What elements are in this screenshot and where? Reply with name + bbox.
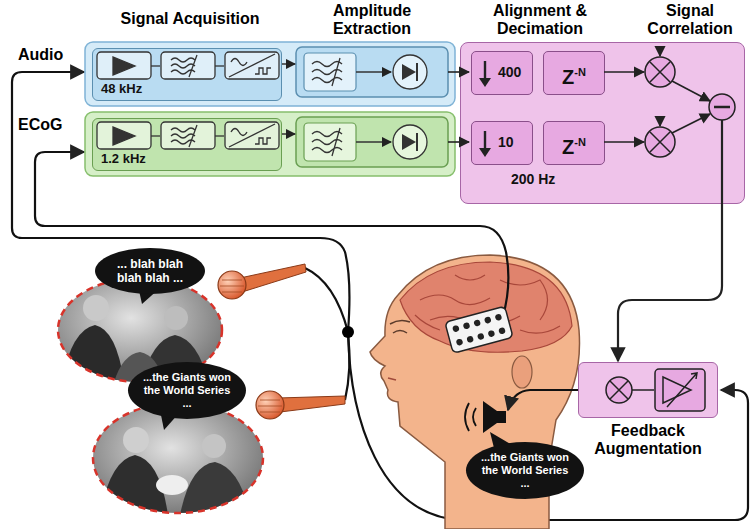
label-holder: Audio [18,46,82,64]
node-text: 200 Hz [511,171,744,187]
node-text: 10 [498,134,514,150]
node-text: 400 [498,64,521,80]
label-holder: Alignment & Decimation [465,2,615,38]
feedback-shape [578,362,718,418]
multiplier-symbols [645,57,735,157]
speaker [465,390,578,433]
decimation-arrow [472,52,496,93]
signal-chain-icons [93,119,283,151]
gain-icons [579,363,716,416]
node-text: -N [574,136,586,148]
delay-box: Z-N [543,121,605,165]
signal-name: Audio [18,46,82,64]
node-text: Z [562,66,574,88]
electrode-grid [35,152,513,353]
acquisition-box: 48 kHz [92,48,282,101]
column-heading: Alignment & Decimation [465,2,615,38]
speech-bubble: ... blah blah blah blah ... [95,248,205,294]
amplitude-extraction [282,47,448,167]
processing-band: 200 Hz400Z-N10Z-N [460,42,745,204]
column-heading: Signal Correlation [630,2,750,38]
label-holder: ECoG [18,116,82,134]
photos [50,270,270,520]
label-holder: Amplitude Extraction [308,2,436,38]
signal-chain-icons [93,49,283,81]
label-holder: Signal Correlation [630,2,750,38]
node-text: -N [574,66,586,78]
decimator-box: 400 [471,51,533,95]
node-text: ... blah blah blah blah ... [109,257,191,285]
column-heading: Amplitude Extraction [308,2,436,38]
node-text: Feedback Augmentation [578,422,718,458]
delay-box: Z-N [543,51,605,95]
node-text: ...the Giants won the World Series ... [480,451,570,490]
column-heading: Signal Acquisition [95,10,285,28]
node-text: 48 kHz [101,81,275,96]
node-text: Z [562,136,574,158]
acquisition-box: 1.2 kHz [92,118,282,171]
label-holder: Signal Acquisition [95,10,285,28]
speech-bubble: ...the Giants won the World Series ... [128,362,246,419]
signal-name: ECoG [18,116,82,134]
signal-bands [85,42,455,176]
speech-bubble: ...the Giants won the World Series ... [466,442,584,499]
decimator-box: 10 [471,121,533,165]
decimation-arrow [472,122,496,163]
feedback-box: Feedback Augmentation [578,362,718,458]
node-text: 1.2 kHz [101,151,275,166]
node-text: ...the Giants won the World Series ... [142,371,232,410]
